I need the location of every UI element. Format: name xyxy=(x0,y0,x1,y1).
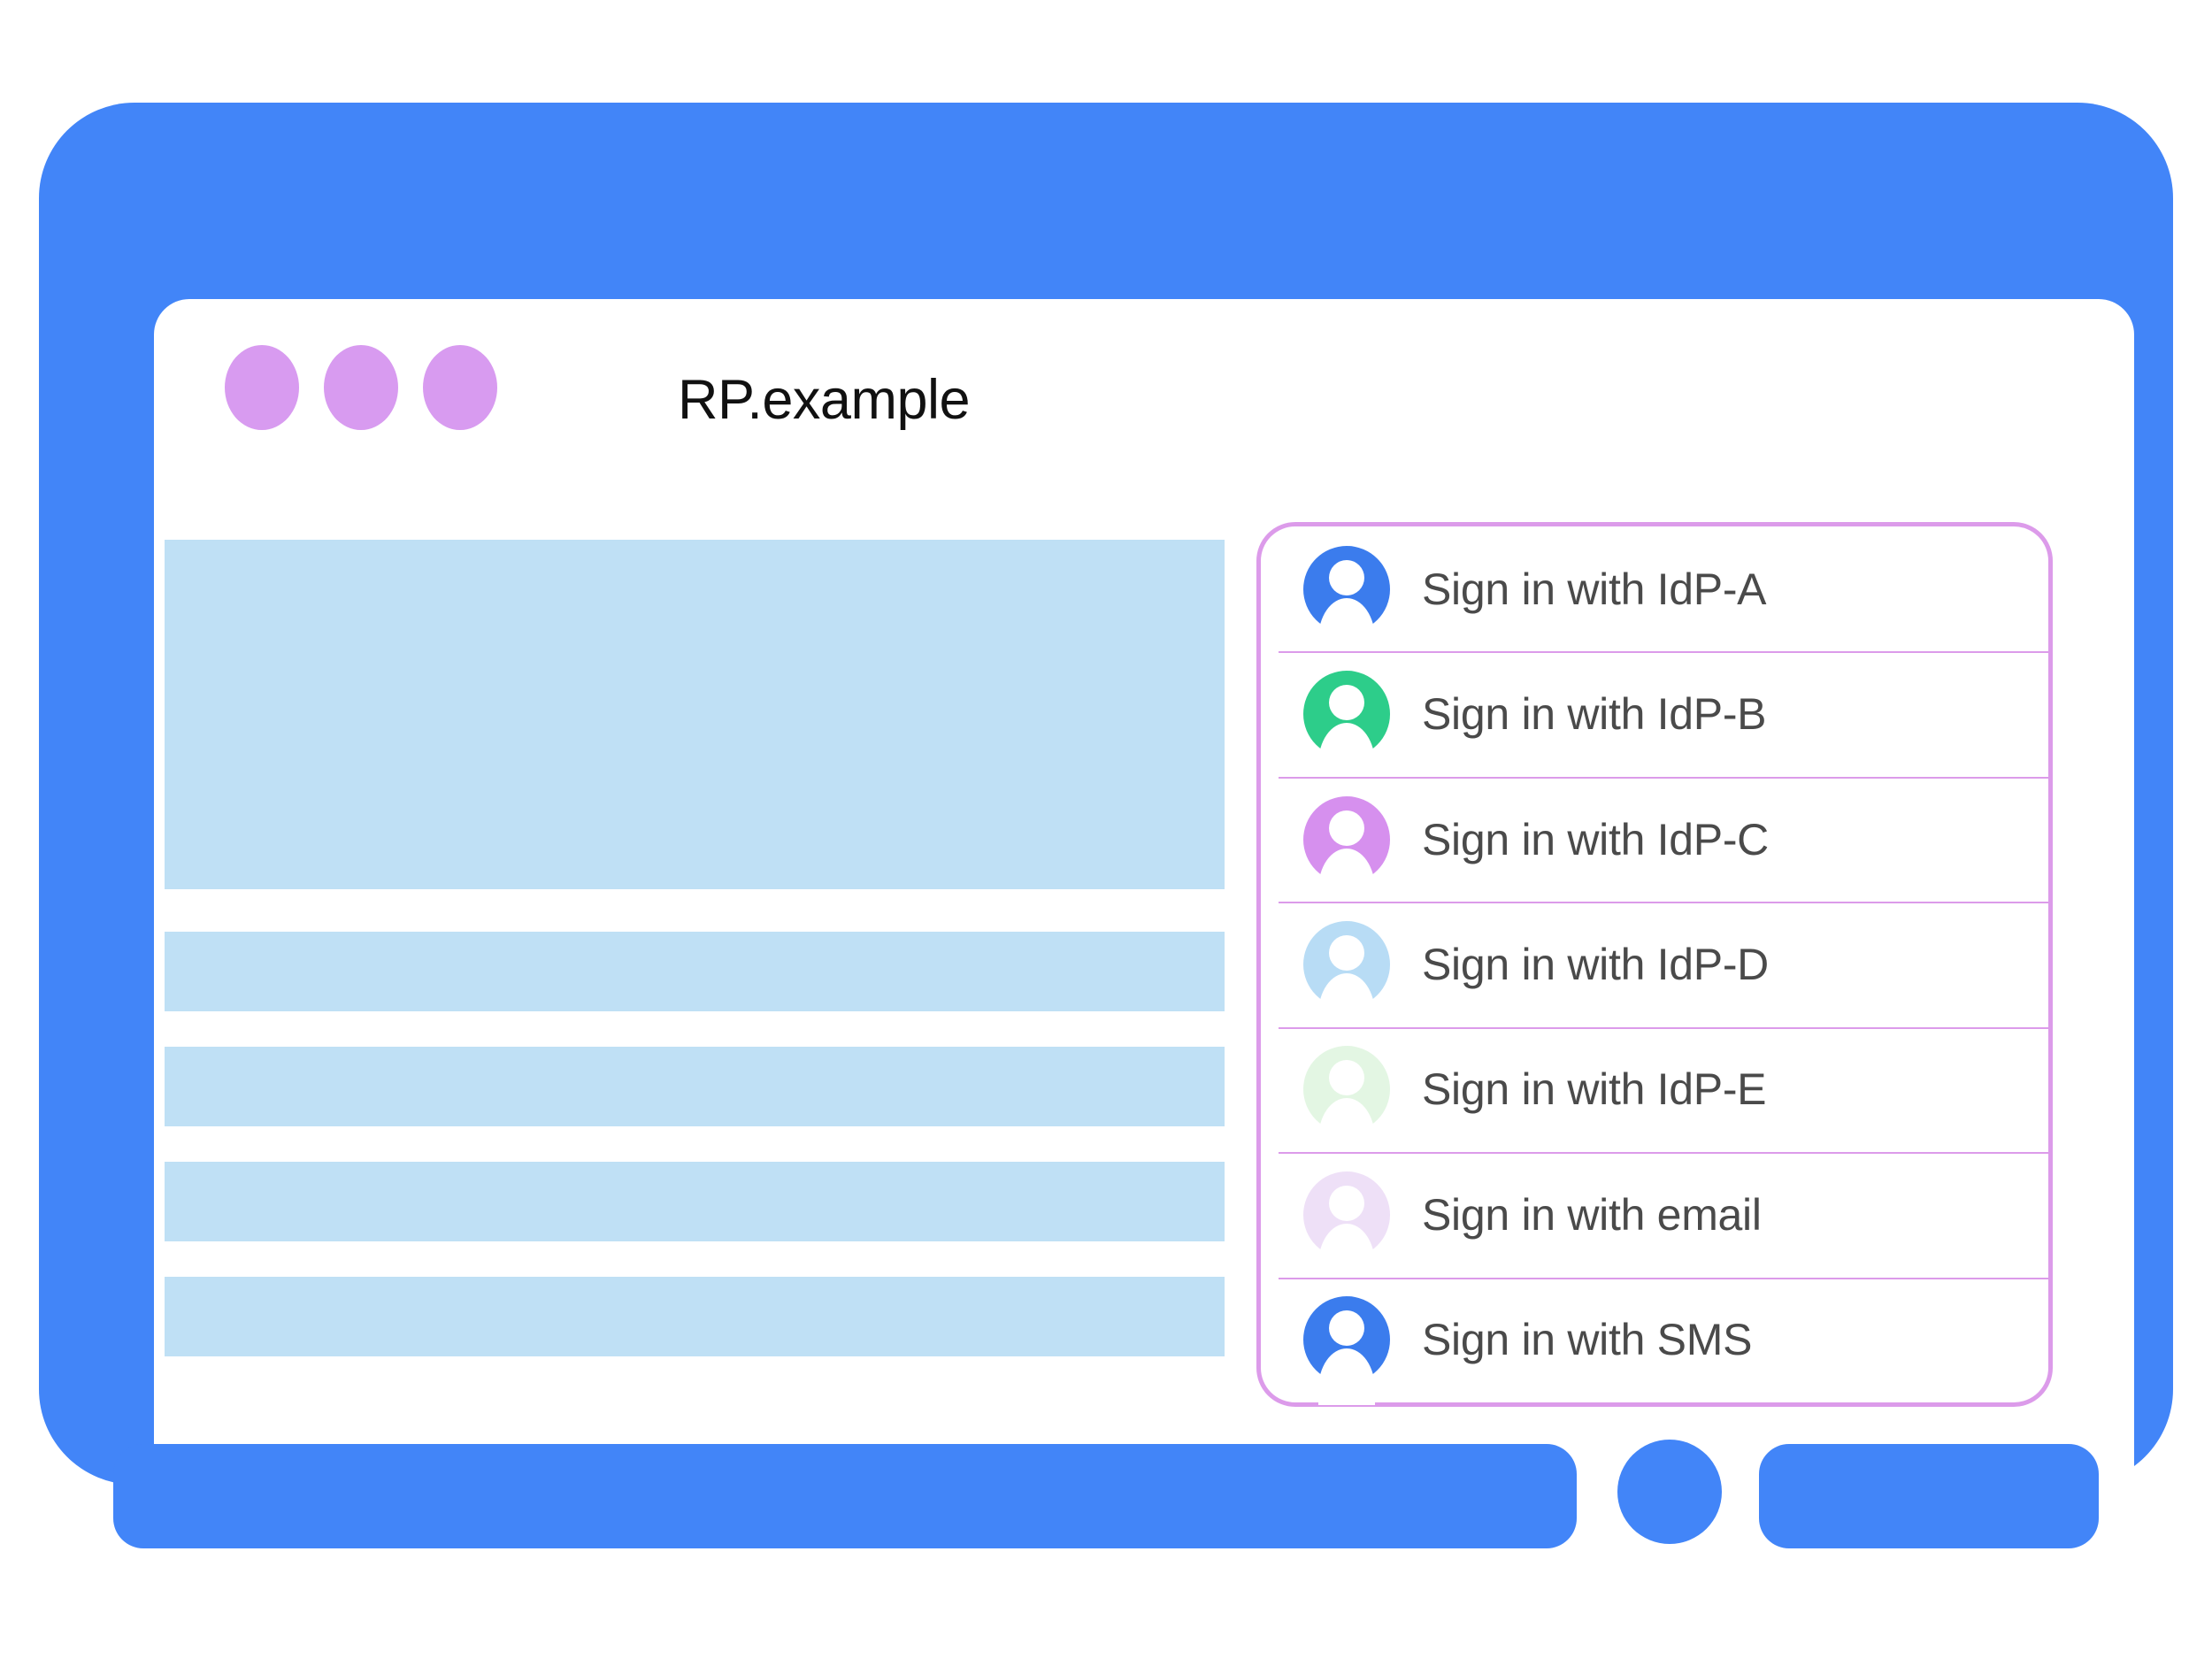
person-avatar-icon xyxy=(1303,1171,1390,1280)
signin-option-idp-c[interactable]: Sign in with IdP-C xyxy=(1261,776,2053,905)
signin-account-chooser: Sign in with IdP-A Sign in with IdP-B Si… xyxy=(1256,522,2053,1407)
text-bar-placeholder-1 xyxy=(165,932,1225,1011)
signin-option-idp-d[interactable]: Sign in with IdP-D xyxy=(1261,902,2053,1030)
signin-option-label: Sign in with IdP-E xyxy=(1422,1064,1767,1115)
window-dot-1[interactable] xyxy=(225,345,299,430)
device-bezel-bar-left xyxy=(113,1444,1577,1548)
person-avatar-icon xyxy=(1303,1046,1390,1156)
device-home-button[interactable] xyxy=(1617,1440,1722,1544)
window-titlebar: RP.example xyxy=(154,299,2134,467)
signin-option-idp-e[interactable]: Sign in with IdP-E xyxy=(1261,1026,2053,1156)
signin-option-idp-a[interactable]: Sign in with IdP-A xyxy=(1261,526,2048,655)
signin-option-label: Sign in with email xyxy=(1422,1189,1762,1240)
text-bar-placeholder-3 xyxy=(165,1162,1225,1241)
person-avatar-icon xyxy=(1303,920,1390,1030)
signin-option-label: Sign in with IdP-C xyxy=(1422,814,1769,864)
signin-option-email[interactable]: Sign in with email xyxy=(1261,1152,2053,1280)
signin-option-sms[interactable]: Sign in with SMS xyxy=(1261,1277,2053,1406)
device-bezel-bar-right xyxy=(1759,1444,2099,1548)
person-avatar-icon xyxy=(1303,545,1390,655)
signin-option-label: Sign in with SMS xyxy=(1422,1315,1753,1365)
signin-option-label: Sign in with IdP-D xyxy=(1422,939,1769,989)
device-frame: RP.example Sign in with IdP-A Sign in wi… xyxy=(39,103,2173,1547)
signin-option-label: Sign in with IdP-A xyxy=(1422,564,1767,614)
window-dot-2[interactable] xyxy=(324,345,398,430)
text-bar-placeholder-2 xyxy=(165,1047,1225,1126)
window-dot-3[interactable] xyxy=(423,345,497,430)
signin-option-label: Sign in with IdP-B xyxy=(1422,689,1767,740)
hero-placeholder xyxy=(165,540,1225,889)
page-title: RP.example xyxy=(678,369,971,431)
device-screen: RP.example Sign in with IdP-A Sign in wi… xyxy=(154,299,2134,1547)
signin-option-idp-b[interactable]: Sign in with IdP-B xyxy=(1261,651,2053,780)
text-bar-placeholder-4 xyxy=(165,1277,1225,1356)
person-avatar-icon xyxy=(1303,671,1390,780)
person-avatar-icon xyxy=(1303,1296,1390,1406)
person-avatar-icon xyxy=(1303,795,1390,905)
